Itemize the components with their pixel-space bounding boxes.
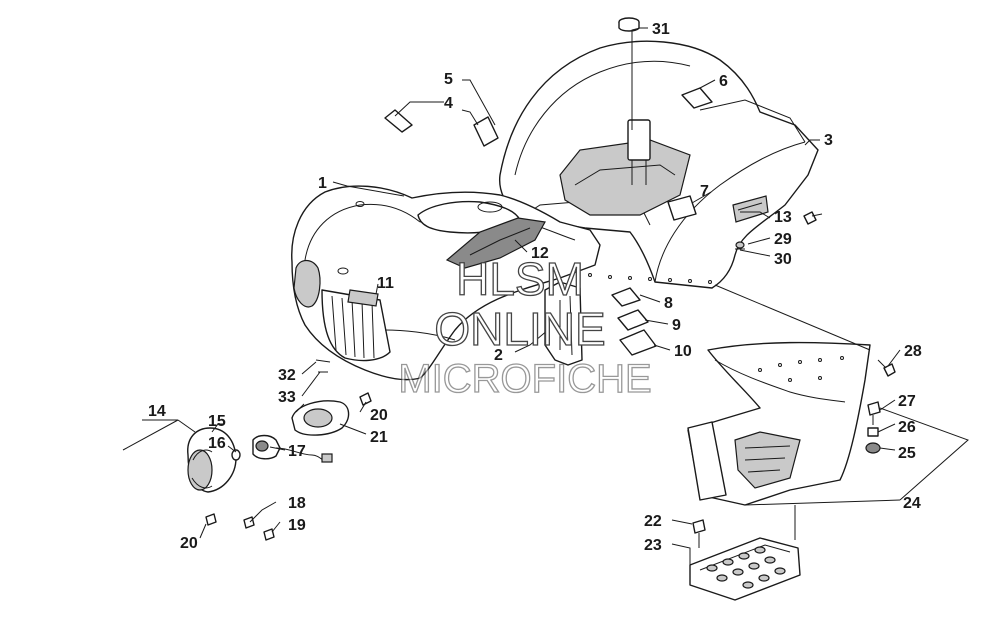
callout-13: 13 <box>774 209 792 226</box>
callout-9: 9 <box>672 317 681 334</box>
callout-6: 6 <box>719 73 728 90</box>
callout-25: 25 <box>898 445 916 462</box>
callout-8: 8 <box>664 295 673 312</box>
callout-22: 22 <box>644 513 662 530</box>
watermark: HLSM ONLINE MICROFICHE <box>398 252 653 401</box>
callout-28: 28 <box>904 343 922 360</box>
headlight-assembly <box>187 400 350 493</box>
watermark-line-3: MICROFICHE <box>398 357 651 401</box>
decal-10 <box>619 329 657 356</box>
callout-21: 21 <box>370 429 388 446</box>
hood-decal <box>445 217 546 269</box>
footrest <box>689 537 801 601</box>
callout-26: 26 <box>898 419 916 436</box>
decal-4 <box>384 109 413 133</box>
cap-31 <box>618 17 640 32</box>
callout-19: 19 <box>288 517 306 534</box>
callout-11: 11 <box>377 275 394 292</box>
callout-17: 17 <box>288 443 306 460</box>
callout-30: 30 <box>774 251 792 268</box>
watermark-line-1: HLSM <box>456 253 584 305</box>
callout-2: 2 <box>494 347 503 364</box>
decal-6 <box>681 87 713 109</box>
callout-31: 31 <box>652 21 670 38</box>
callout-24: 24 <box>903 495 921 512</box>
callout-33: 33 <box>278 389 296 406</box>
callout-5: 5 <box>444 71 453 88</box>
callout-32: 32 <box>278 367 296 384</box>
decal-8 <box>611 287 641 307</box>
callout-labels: 1 2 3 4 5 6 7 8 9 10 11 12 13 14 15 16 1… <box>148 21 922 554</box>
callout-10: 10 <box>674 343 692 360</box>
leader-lines <box>122 27 969 565</box>
callout-20-lower: 20 <box>180 535 198 552</box>
callout-4: 4 <box>444 95 453 112</box>
callout-23: 23 <box>644 537 662 554</box>
watermark-line-2: ONLINE <box>434 303 605 355</box>
callout-29: 29 <box>774 231 792 248</box>
callout-15: 15 <box>208 413 226 430</box>
splash-guard <box>544 281 583 366</box>
decal-9 <box>617 309 649 331</box>
rear-fender <box>498 40 819 289</box>
callout-3: 3 <box>824 132 833 149</box>
decal-7 <box>667 195 697 221</box>
decal-5 <box>473 116 499 147</box>
callout-14: 14 <box>148 403 166 420</box>
callout-20-bezel: 20 <box>370 407 388 424</box>
callout-1: 1 <box>318 175 327 192</box>
callout-16: 16 <box>208 435 226 452</box>
callout-7: 7 <box>700 183 709 200</box>
callout-27: 27 <box>898 393 916 410</box>
callout-18: 18 <box>288 495 306 512</box>
footwell <box>687 341 871 506</box>
callout-12: 12 <box>531 245 549 262</box>
